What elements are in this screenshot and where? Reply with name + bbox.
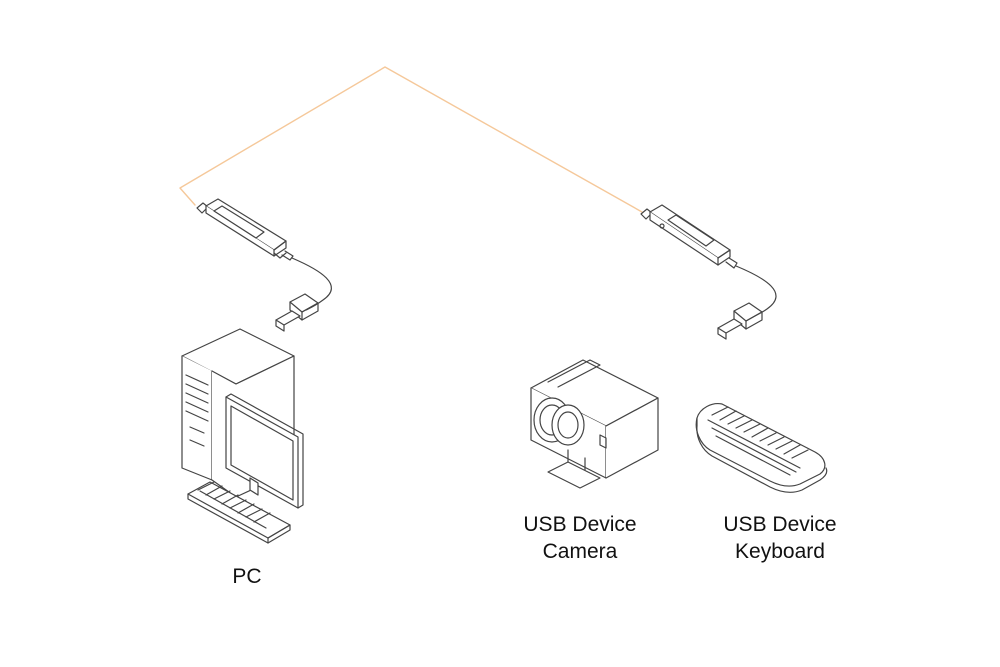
fiber-cable (179, 66, 643, 213)
usb-extender-remote-icon (640, 204, 738, 269)
monitor-icon (225, 393, 304, 509)
usb-extender-local-icon (196, 198, 294, 261)
usb-keyboard-icon (695, 403, 828, 493)
usb-plug-local-icon (275, 293, 319, 332)
camera-label-line1: USB Device (523, 513, 637, 536)
pc-label: PC (207, 563, 287, 590)
camera-icon (530, 359, 659, 489)
keyboard-label: USB Device Keyboard (700, 511, 860, 565)
keyboard-label-line2: Keyboard (735, 540, 825, 563)
camera-label-line2: Camera (542, 540, 618, 563)
pc-keyboard-icon (187, 481, 291, 544)
keyboard-label-line1: USB Device (723, 513, 837, 536)
pc-label-text: PC (232, 565, 262, 588)
usb-plug-remote-icon (717, 302, 763, 340)
camera-label: USB Device Camera (500, 511, 660, 565)
